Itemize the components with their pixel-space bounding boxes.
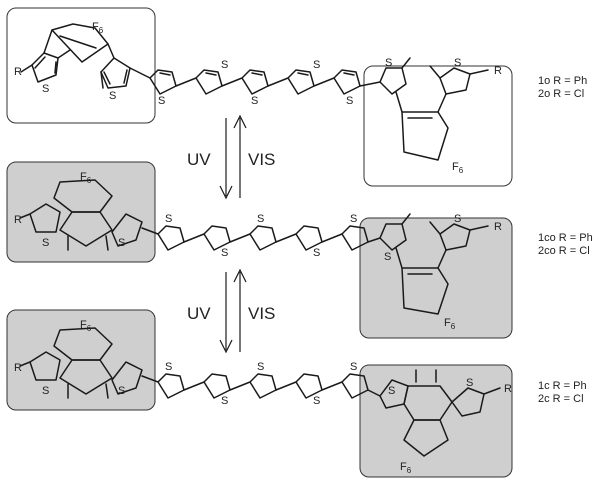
sulfur-label: S [257,361,264,373]
sulfur-label: S [313,395,320,407]
atom-labels-row1: R S S S S S S S S S R F6 F6 [14,21,502,175]
sulfur-label: S [165,213,172,225]
box-row3-right-closed [359,364,513,478]
sulfur-label: S [165,361,172,373]
compound-label-1o: 1o R = Ph [538,75,587,87]
vis-label: VIS [248,304,275,323]
sulfur-label: S [42,237,49,249]
molecule-row3 [19,327,501,457]
reverse-arrowhead [233,268,247,283]
sulfur-label: S [158,95,165,107]
fluoro-label: F6 [92,21,104,35]
equilibrium-arrows-2: UV VIS [187,268,275,354]
molecule-row2 [19,179,489,315]
fluoro-label: F6 [80,171,92,185]
sulfur-label: S [118,385,125,397]
equilibrium-arrows-1: UV VIS [187,114,275,200]
sulfur-label: S [350,361,357,373]
sulfur-label: S [221,59,228,71]
box-row1-left-open [6,7,156,124]
sulfur-label: S [454,213,461,225]
compound-label-2c: 2c R = Cl [538,393,584,405]
sulfur-label: S [42,385,49,397]
r-group-label: R [14,66,22,78]
sulfur-label: S [346,95,353,107]
sulfur-label: S [350,213,357,225]
reverse-arrowhead [233,114,247,129]
highlight-boxes [6,7,513,478]
vis-label: VIS [248,150,275,169]
left-outer-thiophene [31,52,59,83]
uv-label: UV [187,304,211,323]
compound-labels: 1o R = Ph 2o R = Cl 1co R = Ph 2co R = C… [538,75,593,405]
forward-arrowhead [219,185,233,200]
compound-label-2o: 2o R = Cl [538,88,584,100]
sulfur-label: S [109,90,116,102]
atom-labels-row2: R S S S S S S S S S R F6 F6 [14,171,502,331]
r-group-label: R [14,362,22,374]
box-row1-right-open [363,65,513,187]
right-outer-thiophene [439,67,471,95]
compound-label-1co: 1co R = Ph [538,232,593,244]
sulfur-label: S [454,57,461,69]
fluoro-label: F6 [452,161,464,175]
r-group-label: R [494,221,502,233]
box-row2-right-open [359,217,513,339]
sulfur-label: S [385,57,392,69]
compound-label-1c: 1c R = Ph [538,380,587,392]
sulfur-label: S [42,83,49,95]
r-group-label: R [494,65,502,77]
fluoro-label: F6 [80,319,92,333]
sulfur-label: S [221,247,228,259]
sulfur-label: S [313,59,320,71]
sulfur-label: S [257,213,264,225]
sulfur-label: S [466,377,473,389]
sulfur-label: S [251,95,258,107]
sulfur-label: S [384,251,391,263]
sulfur-label: S [118,237,125,249]
fluoro-label: F6 [444,317,456,331]
uv-label: UV [187,150,211,169]
left-inner-thiophene [100,57,131,89]
fluoro-label: F6 [400,461,412,475]
sulfur-label: S [388,385,395,397]
r-group-label: R [14,214,22,226]
atom-labels-row3: R S S S S S S S S S R F6 F6 [14,319,512,475]
forward-arrowhead [219,339,233,354]
sulfur-label: S [313,247,320,259]
molecule-row1 [20,23,489,161]
sulfur-label: S [221,395,228,407]
right-inner-thiophene [379,67,407,95]
perfluorocyclopentene [51,23,109,63]
compound-label-2co: 2co R = Cl [538,245,590,257]
r-group-label: R [504,383,512,395]
right-perfluorocyclopentene [401,111,449,161]
